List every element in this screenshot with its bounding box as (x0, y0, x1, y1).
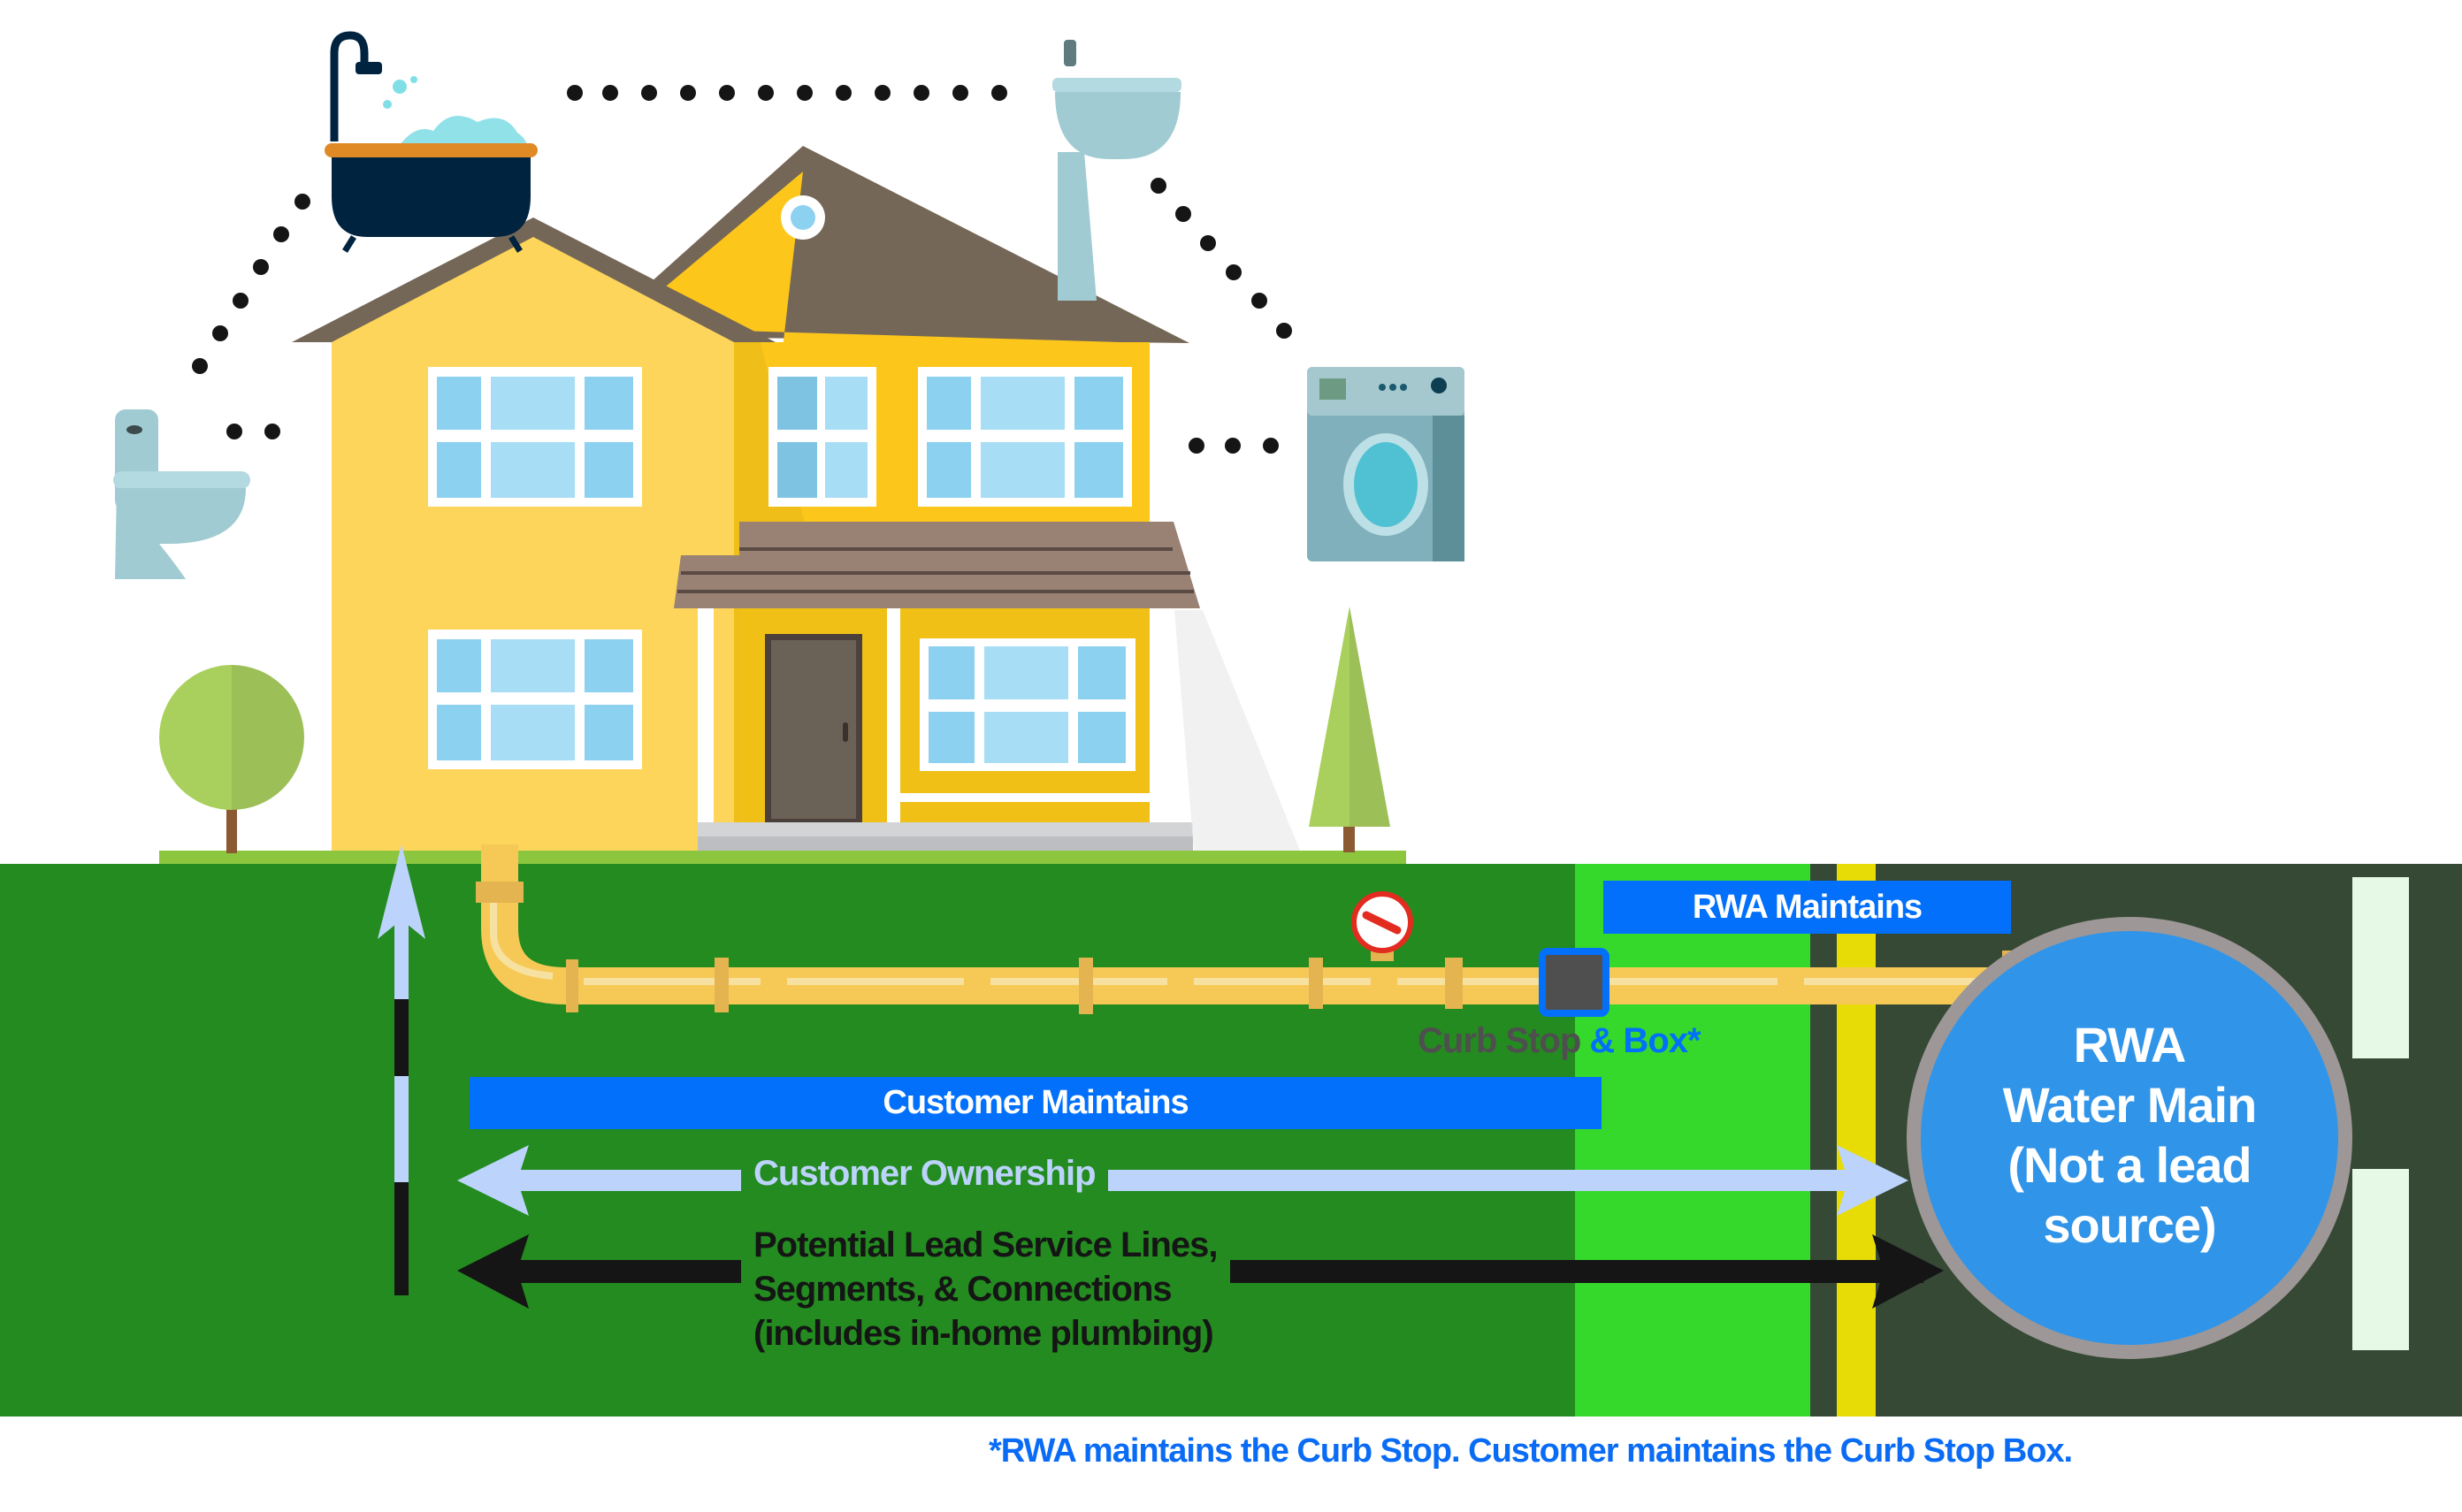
pine-tree-icon (1309, 607, 1390, 852)
curb-stop-box-label: Curb Stop & Box* (1418, 1021, 1701, 1061)
customer-maintains-bar (470, 1077, 1602, 1129)
rwa-maintains-bar (1603, 881, 2011, 934)
vertical-ownership-arrow (378, 844, 425, 1295)
water-meter-gauge-icon (1351, 891, 1413, 961)
customer-ownership-label: Customer Ownership (741, 1154, 1108, 1194)
footnote: *RWA maintains the Curb Stop. Customer m… (989, 1432, 2073, 1470)
water-main (1907, 917, 2352, 1359)
road-center-line (1837, 864, 1876, 1417)
lead-service-lines-label: Potential Lead Service Lines, Segments, … (741, 1223, 1230, 1355)
customer-ownership-arrow (457, 1145, 1908, 1216)
rwa-maintains-label: RWA Maintains (1692, 888, 1923, 926)
washing-machine-icon (1307, 367, 1464, 561)
round-tree-icon (159, 665, 304, 853)
dotted-connector (1151, 178, 1292, 454)
box-text: & Box* (1580, 1021, 1701, 1060)
toilet-icon (113, 409, 250, 579)
house-illustration (292, 146, 1300, 851)
lawn-strip (159, 851, 1406, 867)
customer-maintains-label: Customer Maintains (883, 1084, 1189, 1121)
underground-curb-area (1575, 864, 1810, 1417)
dotted-connector (192, 194, 310, 439)
bathtub-icon (325, 31, 538, 253)
curb-stop-box-icon (1539, 948, 1609, 1017)
water-main-label: RWA Water Main (Not a lead source) (2002, 1017, 2258, 1253)
sink-icon (1052, 40, 1181, 301)
road-lane-marking (2352, 1169, 2409, 1350)
road-lane-marking (2352, 877, 2409, 1058)
dotted-connector (567, 85, 1007, 101)
curb-stop-text: Curb Stop (1418, 1021, 1581, 1060)
